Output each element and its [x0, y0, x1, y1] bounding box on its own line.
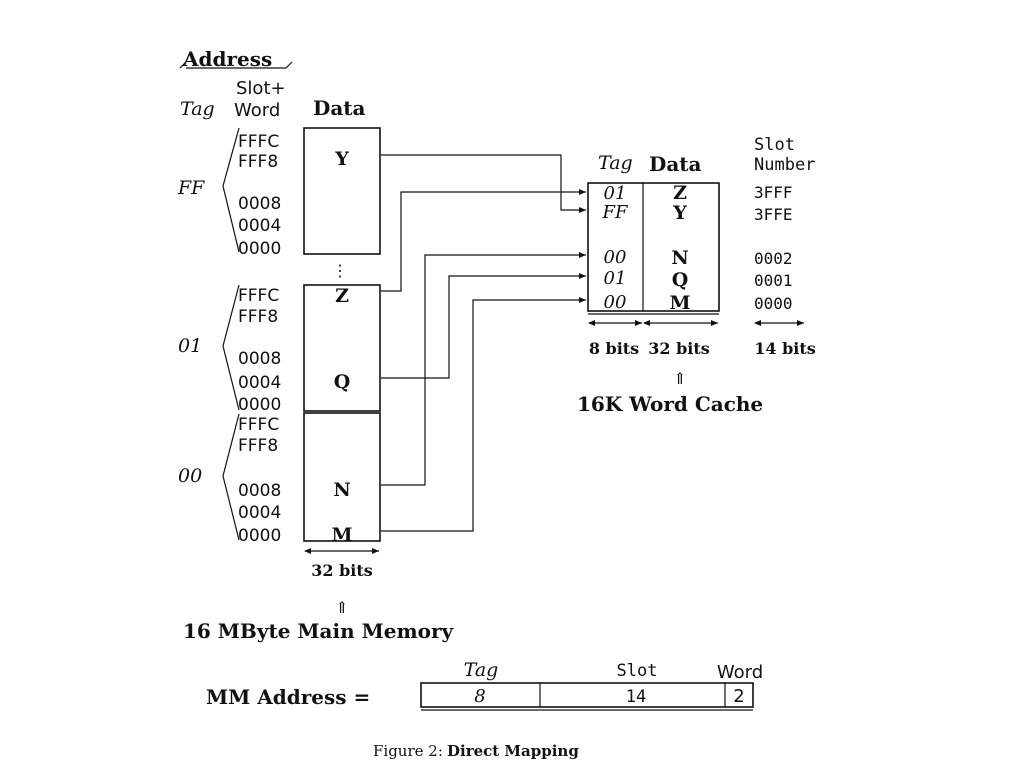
- mapping-line-n: [381, 252, 586, 486]
- memory-block-box: [303, 412, 381, 542]
- address-label: 0004: [238, 373, 281, 393]
- address-label: 0000: [238, 239, 281, 259]
- mapping-lines: [381, 154, 586, 532]
- cache-row-data: Y: [672, 202, 687, 224]
- block-brace: [222, 284, 240, 411]
- address-label: 0000: [238, 395, 281, 415]
- cache: Tag Data Slot Number 01 Z 3FFF FF Y 3FFE…: [577, 135, 816, 416]
- slot-number-heading: Slot: [754, 135, 795, 155]
- address-label: 0008: [238, 349, 281, 369]
- memory-width-label: 32 bits: [311, 561, 373, 580]
- cache-row-data: Z: [673, 182, 687, 204]
- address-label: FFF8: [238, 436, 278, 456]
- word-heading: Word: [234, 100, 280, 121]
- cache-row-tag: 01: [604, 268, 627, 289]
- cache-caption: 16K Word Cache: [577, 392, 763, 416]
- data-heading: Data: [313, 96, 366, 120]
- cache-row-tag: FF: [602, 202, 629, 223]
- figure-title: Direct Mapping: [447, 742, 579, 760]
- memory-pointer-arrow: ⇑: [335, 598, 348, 617]
- data-word-q: Q: [334, 371, 351, 393]
- cache-row-tag: 00: [604, 292, 627, 313]
- address-heading: Address: [182, 47, 272, 71]
- figure-caption: Figure 2: Direct Mapping: [373, 742, 579, 760]
- block-tag: 00: [178, 465, 202, 487]
- block-brace: [222, 127, 240, 253]
- address-label: 0000: [238, 526, 281, 546]
- cache-row: 01 Q 0001: [604, 268, 793, 291]
- address-field-box: [420, 682, 754, 708]
- cache-row-slot: 0001: [754, 271, 793, 290]
- tag-width-label: 8 bits: [589, 339, 639, 358]
- cache-row-slot: 0002: [754, 249, 793, 268]
- cache-row-data: Q: [672, 269, 689, 291]
- slot-width-label: 14 bits: [754, 339, 816, 358]
- address-brace-left: [179, 61, 187, 69]
- data-word-z: Z: [335, 285, 349, 307]
- memory-width-indicator: 32 bits ⇑ 16 MByte Main Memory: [183, 548, 454, 643]
- address-label: 0008: [238, 194, 281, 214]
- memory-block-ff: FF FFFC FFF8 0008 0004 0000 Y: [177, 127, 381, 259]
- mm-address-label: MM Address =: [206, 685, 370, 709]
- block-tag: FF: [177, 177, 205, 199]
- field-bits-slot: 14: [626, 687, 646, 707]
- data-width-label: 32 bits: [648, 339, 710, 358]
- address-label: 0008: [238, 481, 281, 501]
- cache-row: FF Y 3FFE: [602, 202, 793, 224]
- cache-row: 01 Z 3FFF: [604, 182, 793, 204]
- cache-row-data: M: [669, 292, 690, 314]
- cache-row-tag: 01: [604, 183, 627, 204]
- memory-block-box: [303, 127, 381, 255]
- slot-heading: Slot+: [236, 78, 286, 99]
- main-memory-header: Address Slot+ Word Tag Data: [179, 47, 366, 121]
- cache-pointer-arrow: ⇑: [673, 369, 686, 388]
- address-label: FFFC: [238, 415, 279, 435]
- mapping-line-z: [381, 189, 586, 292]
- field-name-slot: Slot: [617, 661, 658, 681]
- mapping-line-m: [381, 297, 586, 532]
- cache-box: [587, 182, 720, 312]
- address-label: FFF8: [238, 307, 278, 327]
- slot-number-heading-2: Number: [754, 155, 815, 175]
- block-brace: [222, 413, 240, 541]
- memory-block-00: 00 FFFC FFF8 0008 0004 0000 N M: [178, 412, 381, 546]
- address-label: 0004: [238, 503, 281, 523]
- main-memory-caption: 16 MByte Main Memory: [183, 619, 454, 643]
- field-bits-tag: 8: [474, 686, 485, 707]
- cache-row-slot: 3FFF: [754, 183, 793, 202]
- memory-block-box: [303, 284, 381, 412]
- field-name-word: Word: [717, 662, 763, 683]
- block-tag: 01: [178, 335, 202, 357]
- address-label: FFFC: [238, 286, 279, 306]
- cache-row: 00 N 0002: [604, 247, 793, 269]
- field-bits-word: 2: [733, 686, 744, 707]
- field-name-tag: Tag: [464, 659, 499, 681]
- data-word-n: N: [333, 479, 350, 501]
- address-label: FFF8: [238, 152, 278, 172]
- address-brace-right: [285, 61, 293, 69]
- cache-row-tag: 00: [604, 247, 627, 268]
- cache-row-slot: 3FFE: [754, 205, 793, 224]
- cache-row-slot: 0000: [754, 294, 793, 313]
- address-label: 0004: [238, 216, 281, 236]
- cache-data-heading: Data: [649, 152, 702, 176]
- tag-heading: Tag: [180, 98, 215, 120]
- mapping-line-y: [381, 154, 586, 213]
- data-word-m: M: [331, 524, 352, 546]
- mapping-line-q: [381, 273, 586, 379]
- cache-row-data: N: [671, 247, 688, 269]
- data-word-y: Y: [334, 148, 349, 170]
- figure-number: Figure 2:: [373, 742, 443, 760]
- memory-block-01: 01 FFFC FFF8 0008 0004 0000 Z Q: [178, 284, 381, 415]
- ellipsis-dots: ⋮: [332, 261, 348, 280]
- address-format: MM Address = Tag Slot Word 8 14 2: [206, 659, 763, 711]
- cache-tag-heading: Tag: [598, 152, 633, 174]
- address-label: FFFC: [238, 132, 279, 152]
- cache-row: 00 M 0000: [604, 292, 793, 314]
